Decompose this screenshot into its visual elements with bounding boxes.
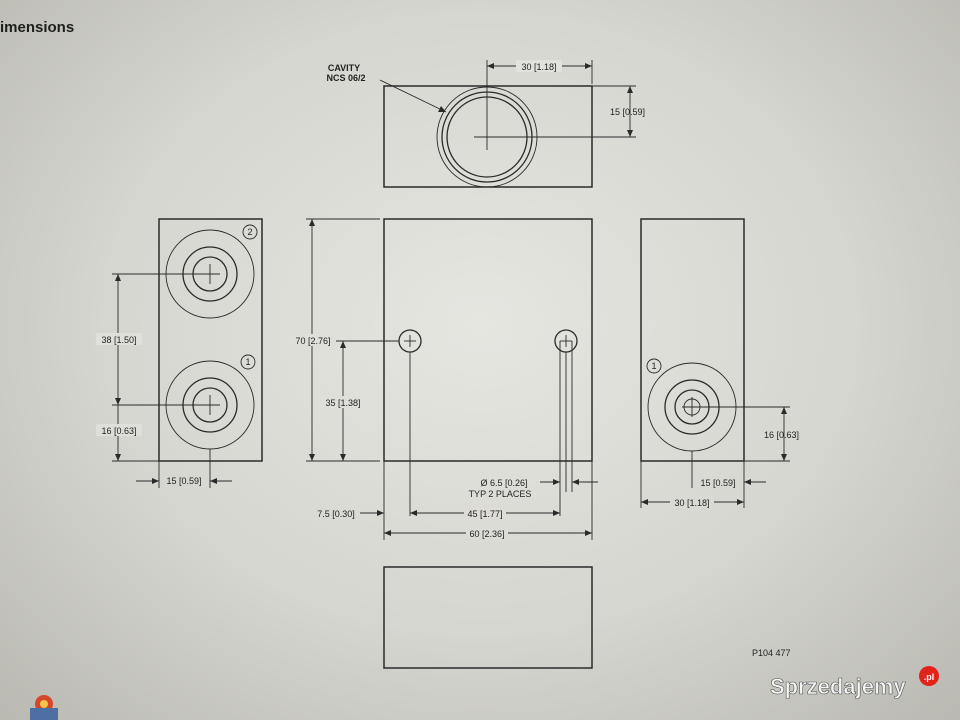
hole-spacing-label: 45 [1.77]	[467, 509, 502, 519]
label-bg	[96, 424, 142, 436]
top-height-label: 15 [0.59]	[610, 107, 645, 117]
top-view: 30 [1.18] 15 [0.59] CAVITY NCS 06/2	[326, 60, 645, 188]
label-bg	[466, 527, 508, 539]
arrowhead	[627, 130, 633, 137]
watermark-tld: .pl	[924, 672, 935, 682]
right-height-label: 16 [0.63]	[764, 430, 799, 440]
label-bg	[320, 396, 366, 408]
arrowhead	[309, 454, 315, 461]
arrowhead	[152, 478, 159, 484]
right-view-body	[640, 218, 745, 462]
top-width-label: 30 [1.18]	[521, 62, 556, 72]
corner-gear-icon	[30, 695, 58, 720]
front-view-body	[383, 218, 593, 462]
arrowhead	[553, 479, 560, 485]
arrowhead	[781, 407, 787, 414]
bottom-view	[383, 566, 593, 669]
watermark: Sprzedajemy .pl	[770, 666, 939, 699]
top-view-body	[383, 85, 593, 188]
label-bg	[290, 334, 336, 346]
total-height-label: 70 [2.76]	[295, 336, 330, 346]
label-bg	[464, 507, 506, 519]
arrowhead	[340, 341, 346, 348]
cavity-label-line1: CAVITY	[328, 63, 360, 73]
arrowhead	[115, 274, 121, 281]
total-width-label: 60 [2.36]	[469, 529, 504, 539]
arrowhead	[737, 499, 744, 505]
arrowhead	[553, 510, 560, 516]
arrowhead	[210, 478, 217, 484]
right-offset-label: 15 [0.59]	[700, 478, 735, 488]
port-1-right-marker	[646, 358, 662, 374]
arrowhead	[115, 454, 121, 461]
hole-dia-label: Ø 6.5 [0.26]	[480, 478, 527, 488]
arrowhead	[585, 63, 592, 69]
arrowhead	[115, 398, 121, 405]
part-number: P104 477	[752, 648, 791, 658]
right-width-label: 30 [1.18]	[674, 498, 709, 508]
arrowhead	[572, 479, 579, 485]
arrowhead	[744, 479, 751, 485]
front-view: 70 [2.76] 35 [1.38] Ø 6.5 [0.26] TYP 2 P…	[290, 218, 598, 540]
label-bg	[96, 333, 142, 345]
left-offset-label: 15 [0.59]	[166, 476, 201, 486]
bottom-view-body	[383, 566, 593, 669]
label-bg	[670, 496, 714, 508]
arrowhead	[781, 454, 787, 461]
arrowhead	[438, 106, 446, 112]
arrowhead	[641, 499, 648, 505]
right-view: 1 16 [0.63] 15 [0.59] 30 [1.18]	[640, 218, 799, 508]
left-spacing-label: 38 [1.50]	[101, 335, 136, 345]
arrowhead	[384, 530, 391, 536]
arrowhead	[487, 63, 494, 69]
hole-typ-label: TYP 2 PLACES	[469, 489, 532, 499]
cavity-leader-line	[379, 79, 447, 113]
port-2-marker	[242, 224, 258, 240]
watermark-brand: Sprzedajemy	[770, 674, 906, 699]
left-view: 2 1 38 [1.50] 16 [0.63]	[96, 218, 263, 488]
arrowhead	[585, 530, 592, 536]
watermark-badge	[919, 666, 939, 686]
port-2-label: 2	[247, 227, 252, 237]
left-view-body	[158, 218, 263, 462]
arrowhead	[340, 454, 346, 461]
hole-height-label: 35 [1.38]	[325, 398, 360, 408]
page-title: imensions	[0, 19, 74, 36]
port-1-right-label: 1	[651, 361, 656, 371]
arrowhead	[377, 510, 384, 516]
left-bottom-label: 16 [0.63]	[101, 426, 136, 436]
label-bg	[516, 60, 562, 72]
arrowhead	[309, 219, 315, 226]
port-1-marker	[240, 354, 256, 370]
port-1-label: 1	[245, 357, 250, 367]
hole-edge-label: 7.5 [0.30]	[317, 509, 355, 519]
cavity-label-line2: NCS 06/2	[326, 73, 365, 83]
arrowhead	[627, 86, 633, 93]
